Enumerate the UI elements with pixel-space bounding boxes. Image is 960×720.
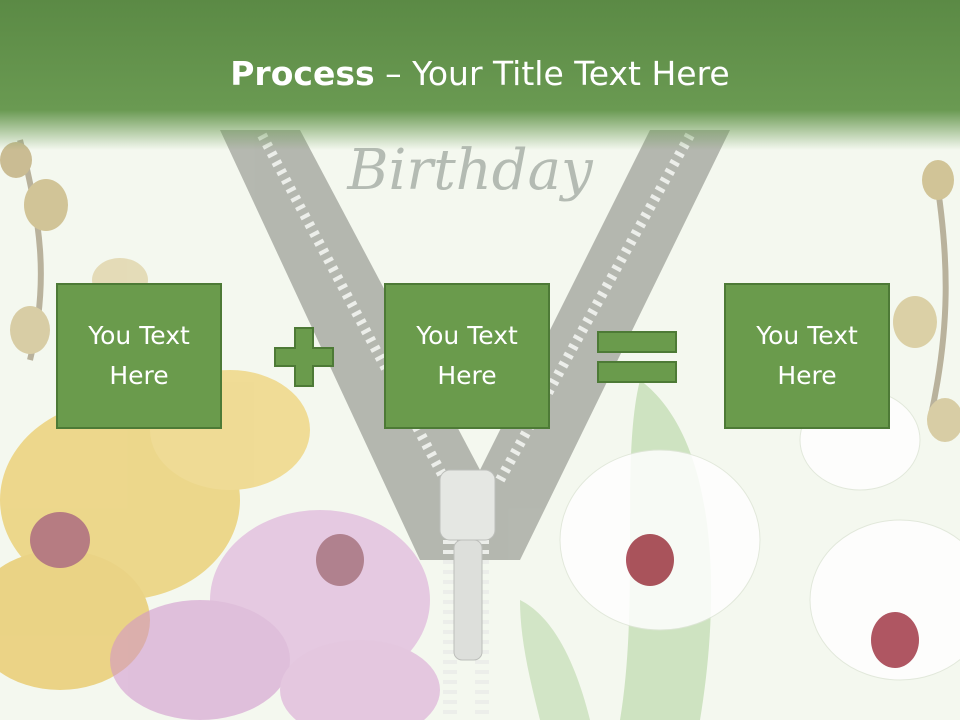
process-box-2-text: You Text Here [416, 321, 518, 390]
title-bold: Process [230, 54, 375, 93]
equals-icon [597, 331, 677, 383]
plus-icon [274, 327, 334, 387]
background-word: Birthday [347, 138, 593, 203]
title-bar [0, 0, 960, 150]
process-box-3-text: You Text Here [756, 321, 858, 390]
process-box-2[interactable]: You Text Here [384, 283, 550, 429]
title-rest: – Your Title Text Here [374, 54, 730, 93]
right-orchid-stem [893, 160, 960, 442]
process-box-1[interactable]: You Text Here [56, 283, 222, 429]
process-box-1-text: You Text Here [88, 321, 190, 390]
process-box-3[interactable]: You Text Here [724, 283, 890, 429]
slide-title[interactable]: Process – Your Title Text Here [0, 52, 960, 96]
pink-orchid [110, 510, 440, 720]
